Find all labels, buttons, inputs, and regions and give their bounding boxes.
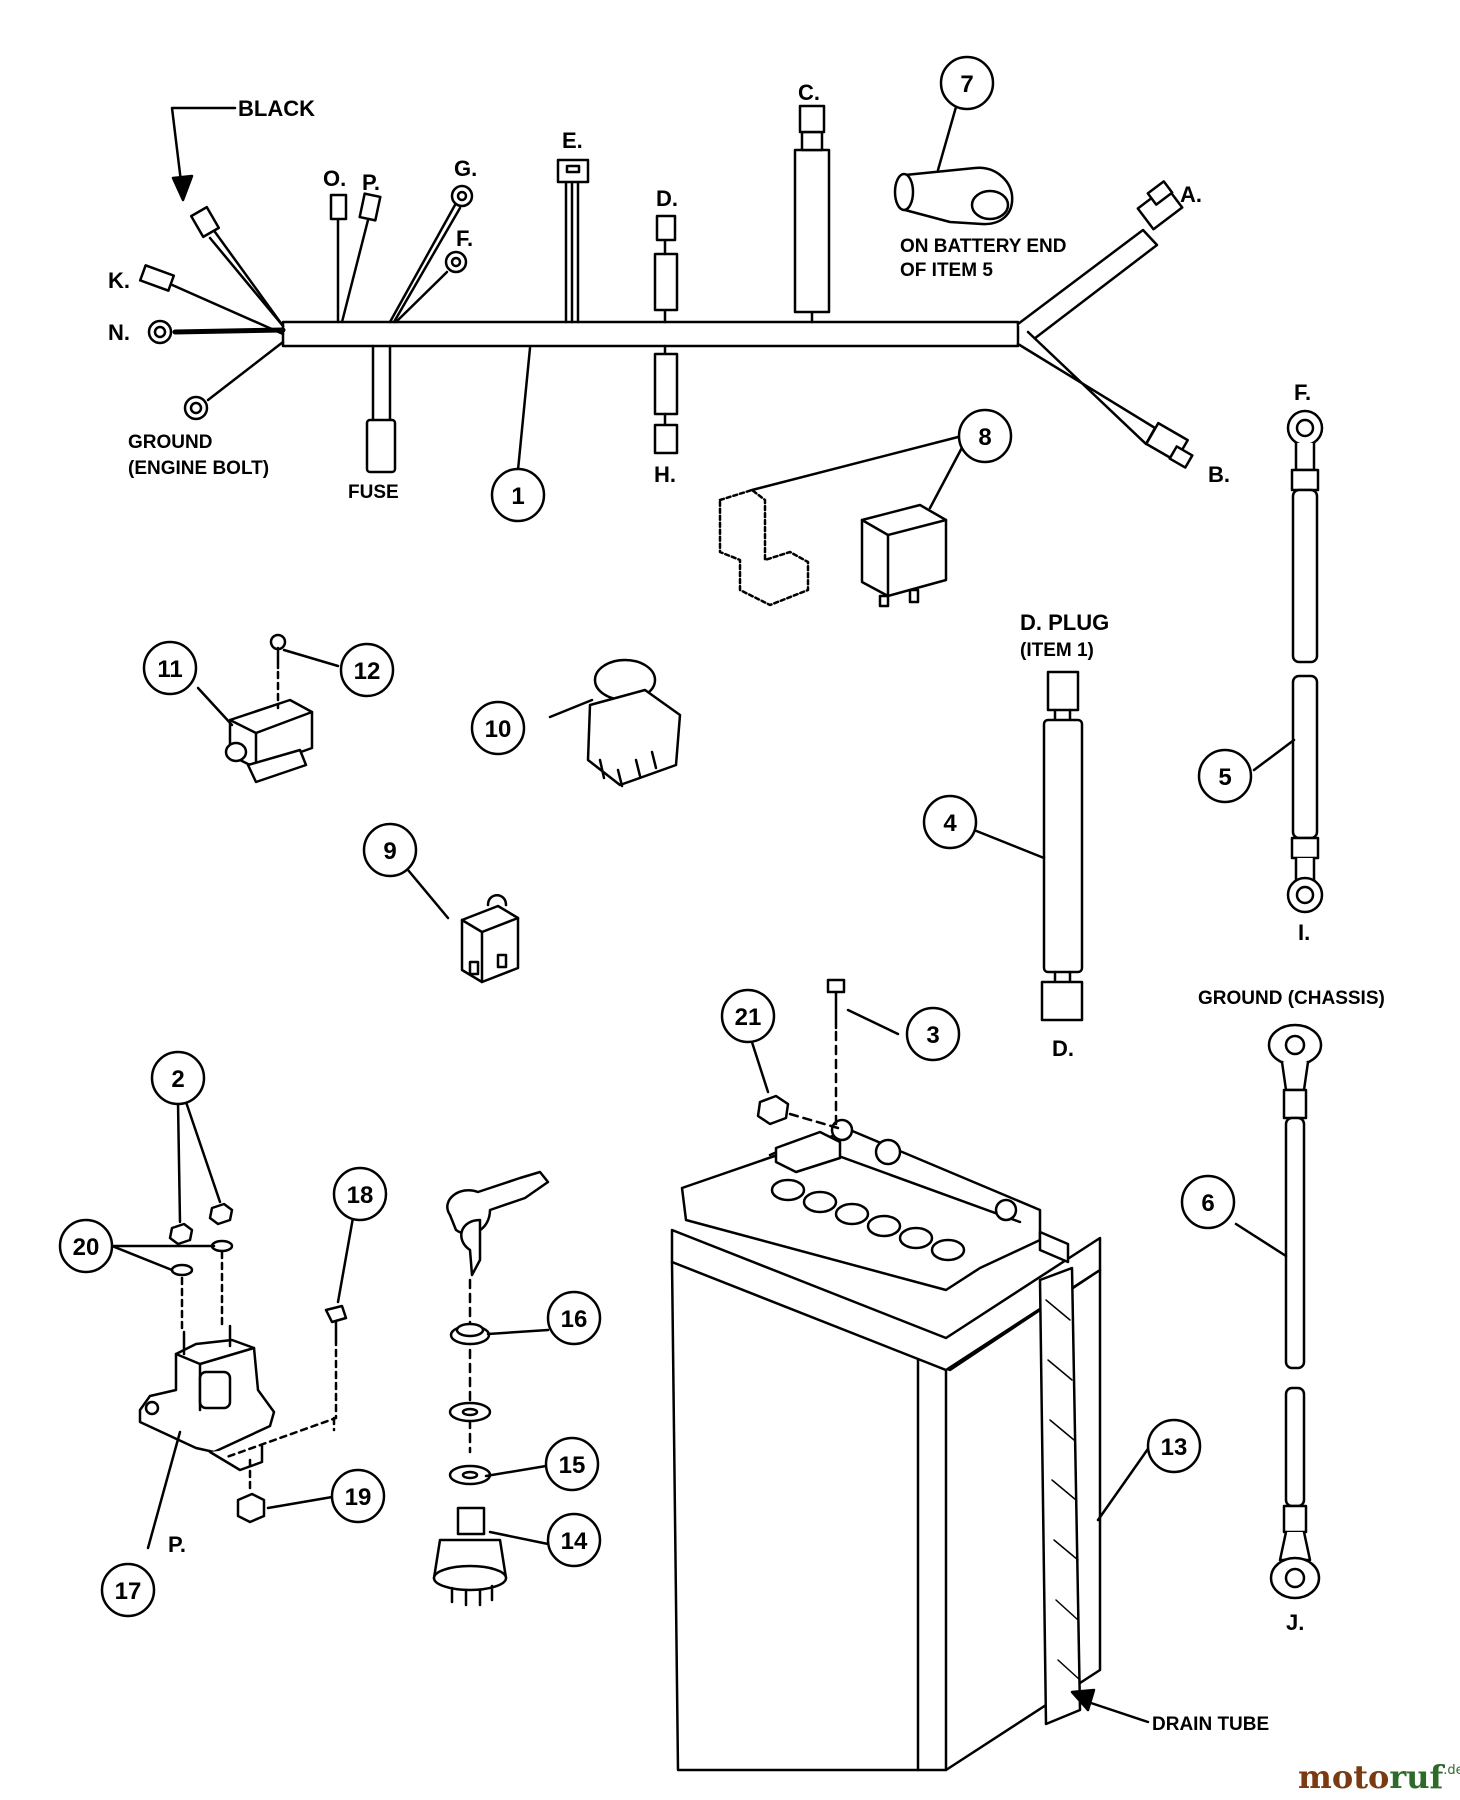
callout-19: 19 [345, 1484, 372, 1511]
label-n: N. [108, 320, 130, 345]
watermark-part1: moto [1298, 1758, 1389, 1796]
label-d-plug-1: D. PLUG [1020, 610, 1109, 635]
label-d-top: D. [656, 186, 678, 211]
label-ground-chassis: GROUND (CHASSIS) [1198, 988, 1385, 1009]
plug-cable [972, 670, 1084, 1022]
black-arrow [170, 106, 237, 202]
callout-12: 12 [354, 658, 381, 685]
label-p: P. [362, 170, 380, 195]
wire-harness [138, 104, 1194, 474]
callout-18: 18 [347, 1182, 374, 1209]
callout-13: 13 [1161, 1434, 1188, 1461]
label-battery-end-2: OF ITEM 5 [900, 260, 993, 281]
label-ground-engine-1: GROUND [128, 432, 212, 453]
label-b: B. [1208, 462, 1230, 487]
relays [718, 434, 968, 608]
callout-circles [58, 55, 1253, 1618]
label-k: K. [108, 268, 130, 293]
label-d-plug-2: (ITEM 1) [1020, 640, 1094, 661]
callout-7: 7 [960, 71, 973, 98]
seat-switch [196, 633, 340, 784]
label-black: BLACK [238, 96, 315, 121]
callout-11: 11 [157, 656, 182, 683]
label-c: C. [798, 80, 820, 105]
diagram-labels: BLACK O. P. G. F. E. C. D. K. N. A. B. H… [108, 80, 1385, 1735]
callout-6: 6 [1201, 1190, 1214, 1217]
ground-cable [1234, 1023, 1323, 1600]
watermark-logo: motoruf.de [1298, 1758, 1460, 1796]
battery [670, 1118, 1152, 1772]
watermark-part2: ruf [1389, 1758, 1445, 1796]
watermark-suffix: .de [1443, 1763, 1460, 1778]
callout-21: 21 [735, 1004, 762, 1031]
callout-numbers: 1 2 3 4 5 6 7 8 9 10 11 12 13 14 15 16 1… [73, 71, 1232, 1605]
key-switch-connector [406, 868, 520, 984]
label-ground-engine-2: (ENGINE BOLT) [128, 458, 269, 479]
label-o: O. [323, 166, 346, 191]
starter-solenoid [110, 1100, 356, 1550]
callout-9: 9 [383, 838, 396, 865]
ignition-module [548, 658, 682, 788]
svg-text:motoruf.de: motoruf.de [1298, 1758, 1460, 1796]
label-d-bottom: D. [1052, 1036, 1074, 1061]
callout-5: 5 [1218, 764, 1231, 791]
callout-15: 15 [559, 1452, 586, 1479]
label-h: H. [654, 462, 676, 487]
key-switch-assembly [432, 1170, 550, 1607]
battery-cable-positive [1252, 409, 1324, 914]
label-i: I. [1298, 920, 1310, 945]
label-f-harness: F. [456, 226, 473, 251]
callout-4: 4 [943, 810, 957, 837]
callout-16: 16 [561, 1306, 588, 1333]
callout-2: 2 [171, 1066, 184, 1093]
battery-hardware [748, 978, 900, 1130]
callout-14: 14 [561, 1528, 588, 1555]
label-a: A. [1180, 182, 1202, 207]
callout-8: 8 [978, 424, 991, 451]
label-g: G. [454, 156, 477, 181]
label-fuse: FUSE [348, 482, 399, 503]
callout-10: 10 [485, 716, 512, 743]
label-e: E. [562, 128, 583, 153]
label-f-cable: F. [1294, 380, 1311, 405]
battery-boot [893, 105, 1014, 226]
label-drain-tube: DRAIN TUBE [1152, 1714, 1269, 1735]
callout-17: 17 [115, 1578, 142, 1605]
label-battery-end-1: ON BATTERY END [900, 236, 1066, 257]
callout-3: 3 [926, 1022, 939, 1049]
label-j: J. [1286, 1610, 1304, 1635]
callout-20: 20 [73, 1234, 100, 1261]
callout-1: 1 [511, 483, 524, 510]
drain-tube-arrow [1070, 1688, 1150, 1724]
label-p-solenoid: P. [168, 1532, 186, 1557]
